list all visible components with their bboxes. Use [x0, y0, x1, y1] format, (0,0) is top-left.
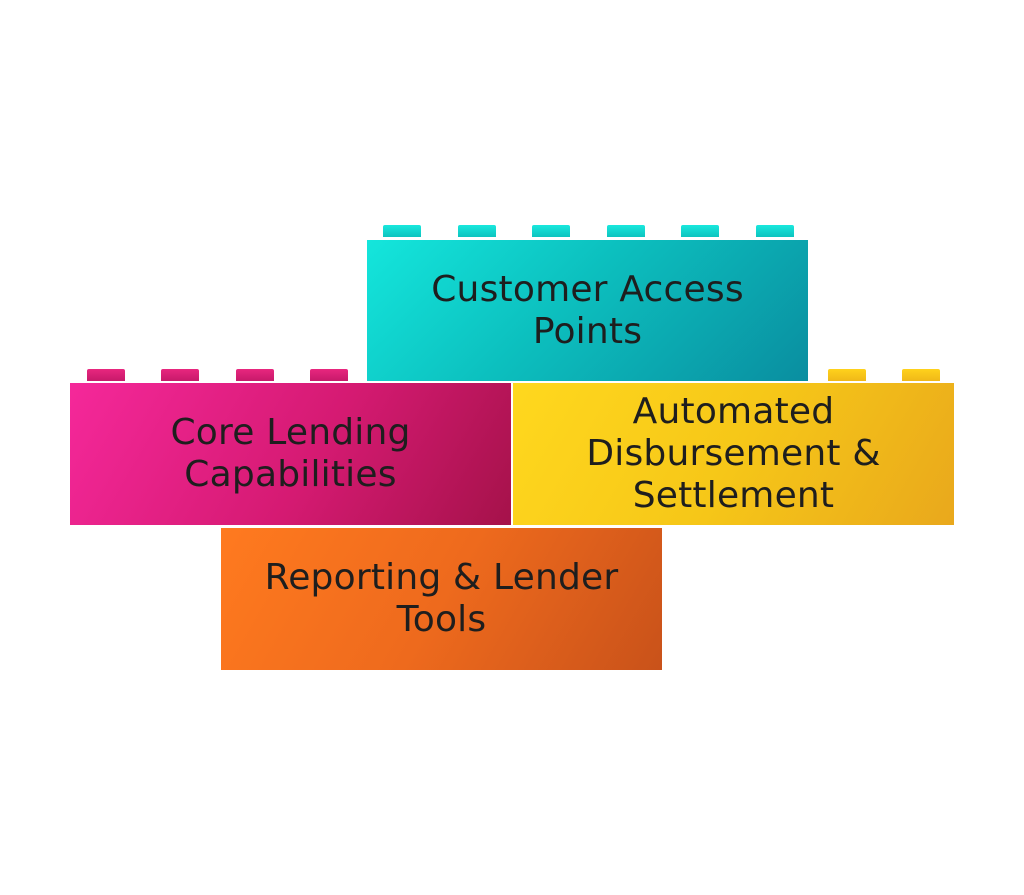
block-stud	[161, 369, 199, 381]
block-stud	[756, 225, 794, 237]
block-label: Customer Access Points	[431, 268, 744, 352]
block-core-lending-capabilities: Core Lending Capabilities	[70, 383, 511, 525]
block-stud	[681, 225, 719, 237]
block-stud	[383, 225, 421, 237]
block-stud	[87, 369, 125, 381]
block-stud	[310, 369, 348, 381]
block-customer-access-points: Customer Access Points	[367, 240, 808, 381]
block-reporting-lender-tools: Reporting & Lender Tools	[221, 528, 662, 670]
block-stud	[607, 225, 645, 237]
block-stud	[236, 369, 274, 381]
block-label: Core Lending Capabilities	[170, 412, 411, 495]
block-label: Reporting & Lender Tools	[264, 557, 619, 640]
block-stud	[532, 225, 570, 237]
block-stud	[458, 225, 496, 237]
block-stud	[828, 369, 866, 381]
block-automated-disbursement-settlement: Automated Disbursement & Settlement	[513, 383, 954, 525]
block-label: Automated Disbursement & Settlement	[586, 391, 881, 516]
block-stud	[902, 369, 940, 381]
